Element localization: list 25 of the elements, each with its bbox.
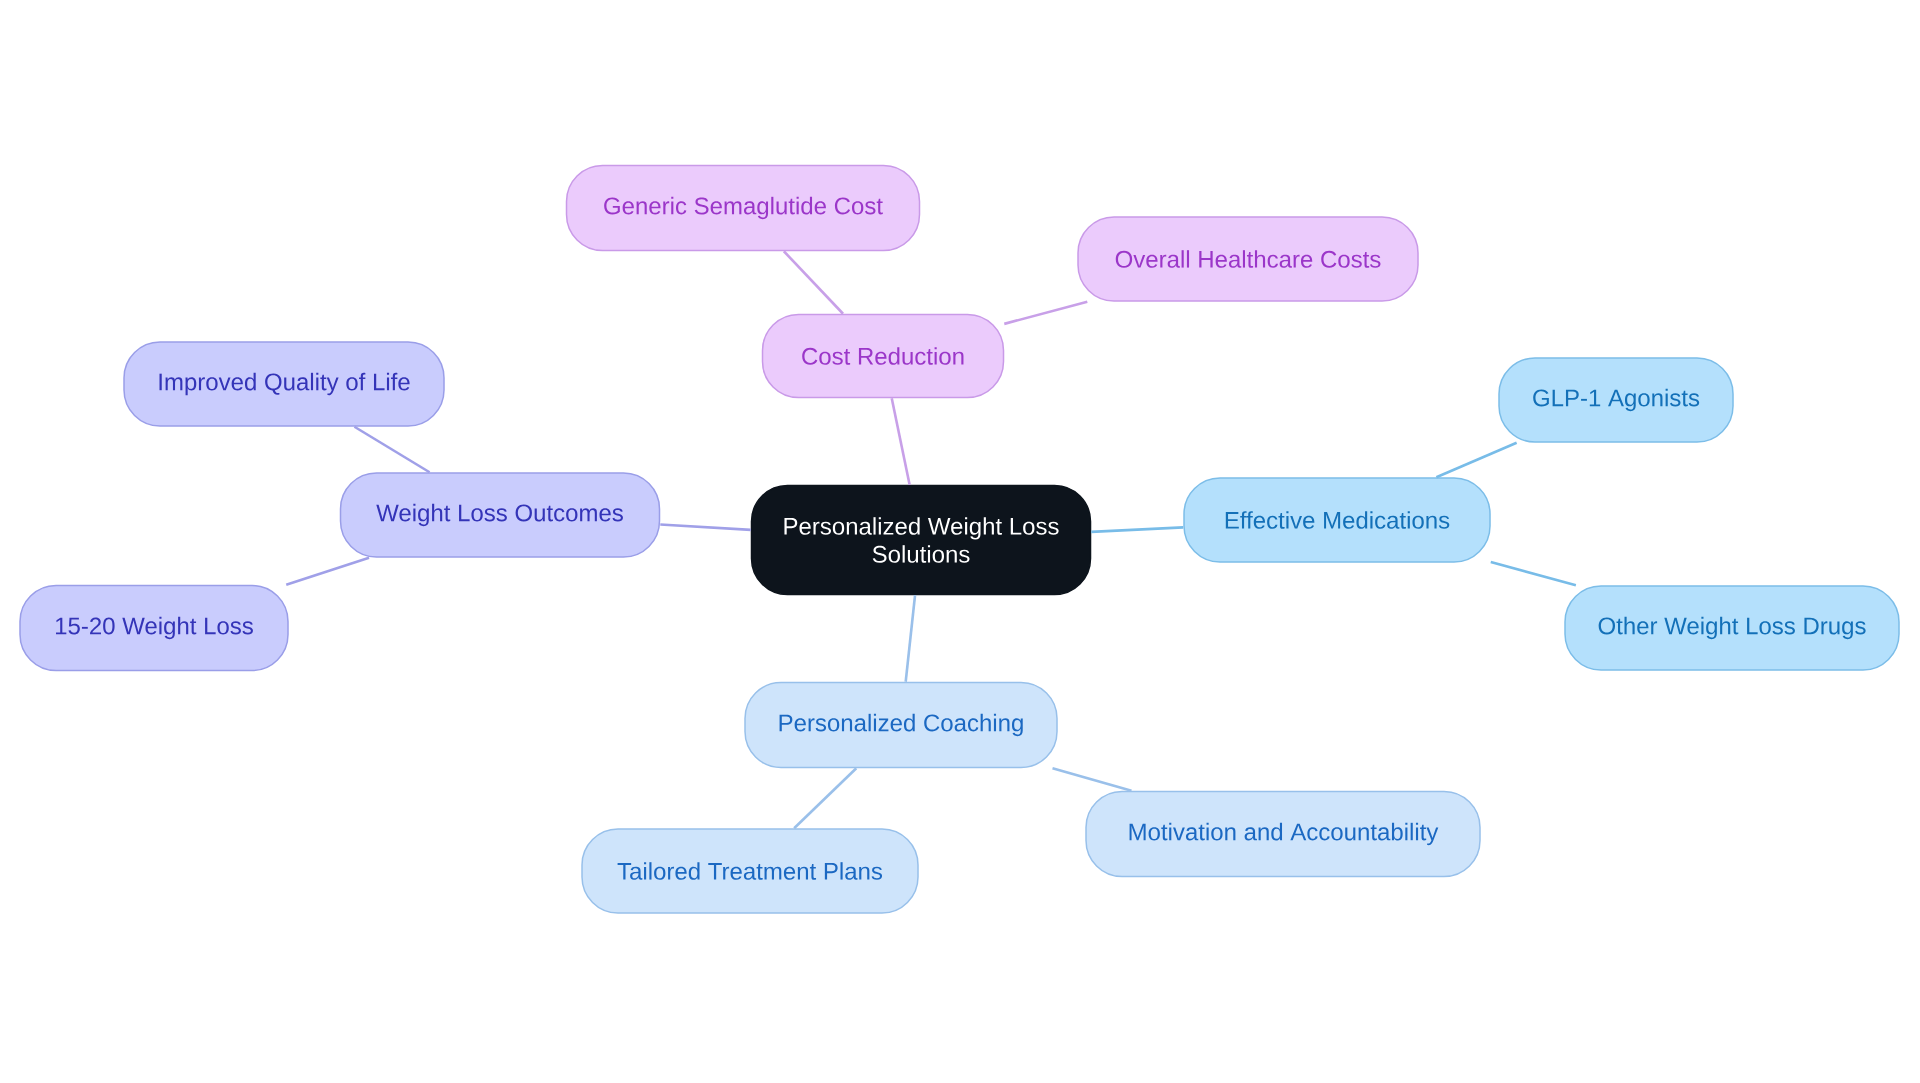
leaf-node: Overall Healthcare Costs xyxy=(1077,216,1419,302)
connector-line xyxy=(793,767,858,830)
connector-line xyxy=(1435,441,1518,479)
branch-node: Weight Loss Outcomes xyxy=(339,472,661,558)
connector-line xyxy=(353,425,431,474)
leaf-node: Motivation and Accountability xyxy=(1085,790,1481,878)
leaf-node: 15-20 Weight Loss xyxy=(19,584,289,672)
branch-node: Personalized Coaching xyxy=(744,681,1058,769)
branch-node: Effective Medications xyxy=(1183,477,1491,563)
connector-line xyxy=(660,523,751,532)
connector-line xyxy=(890,398,911,485)
connector-line xyxy=(782,250,844,315)
leaf-node: Other Weight Loss Drugs xyxy=(1564,585,1900,671)
leaf-node: Generic Semaglutide Cost xyxy=(565,164,921,252)
leaf-node: GLP-1 Agonists xyxy=(1498,357,1734,443)
connector-line xyxy=(1052,767,1132,792)
central-node: Personalized Weight Loss Solutions xyxy=(750,484,1092,596)
connector-line xyxy=(1490,560,1577,587)
connector-line xyxy=(1091,526,1184,534)
connector-line xyxy=(285,556,370,586)
connector-line xyxy=(1003,300,1088,326)
branch-node: Cost Reduction xyxy=(761,313,1005,399)
leaf-node: Tailored Treatment Plans xyxy=(581,828,919,914)
leaf-node: Improved Quality of Life xyxy=(123,341,445,427)
connector-line xyxy=(904,595,917,682)
